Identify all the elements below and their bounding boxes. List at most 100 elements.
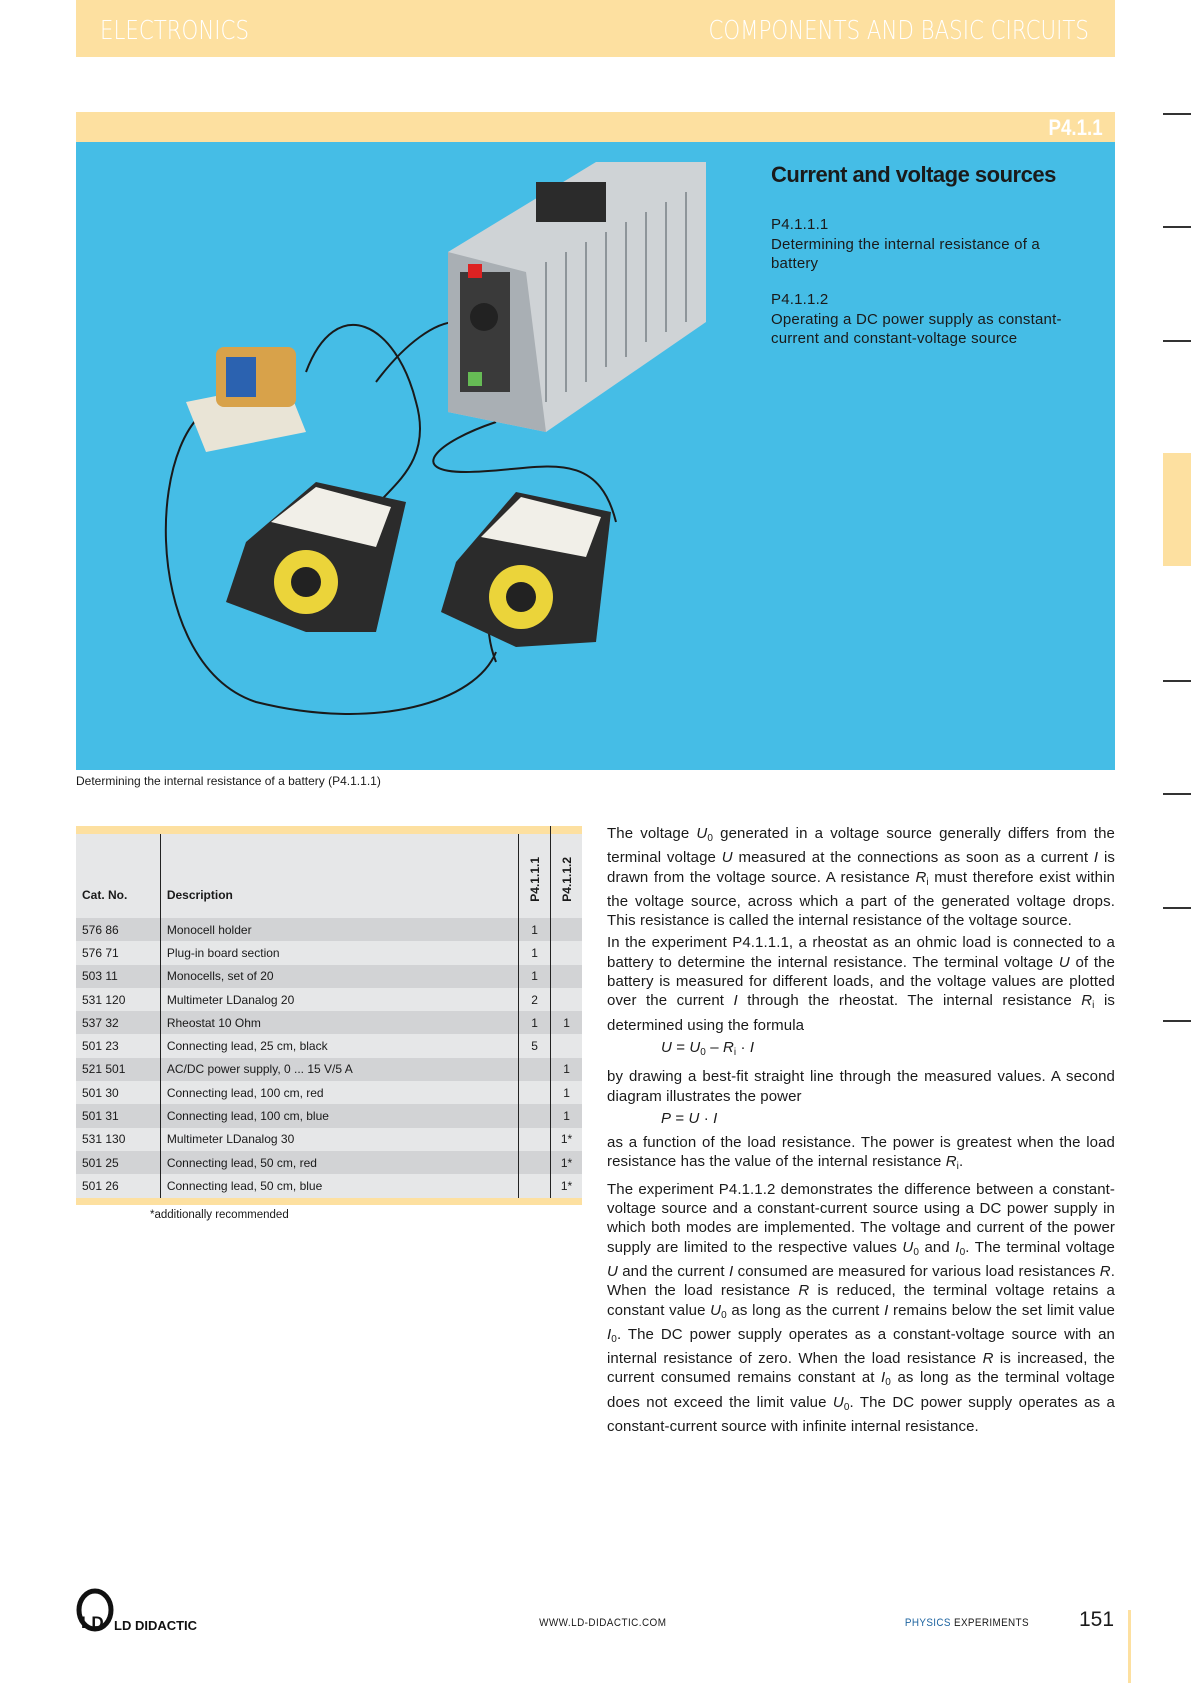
- paragraph: by drawing a best-fit straight line thro…: [607, 1068, 1115, 1105]
- paragraph: In the experiment P4.1.1.1, a rheostat a…: [607, 934, 1115, 1034]
- formula: U = U0 – Ri · I: [661, 1038, 755, 1058]
- p4112-qty-cell: 1*: [560, 1155, 573, 1170]
- svg-text:LD: LD: [81, 1613, 104, 1632]
- p4112-qty-cell: [551, 988, 582, 1011]
- experiment-photo: [164, 162, 706, 715]
- cat-no-cell: 537 32: [76, 1011, 161, 1035]
- p4112-qty-cell: [551, 918, 582, 941]
- experiment-title: Determining the internal resistance of a…: [771, 235, 1040, 273]
- p4111-qty-cell: [519, 1057, 552, 1082]
- table-bottom-bar: [76, 1197, 582, 1205]
- chapter-header: ELECTRONICS COMPONENTS AND BASIC CIRCUIT…: [76, 0, 1115, 57]
- cat-no-cell: 501 30: [76, 1081, 161, 1105]
- paragraph: The experiment P4.1.1.2 demonstrates the…: [607, 1180, 1116, 1436]
- cat-no-cell: 503 11: [76, 964, 161, 988]
- cat-no-cell: 501 31: [76, 1104, 161, 1128]
- formula: P = U · I: [661, 1109, 718, 1127]
- section-title: ELECTRONICS: [100, 16, 249, 46]
- p4111-qty-cell: 1: [519, 918, 552, 942]
- p4112-qty-cell: 1: [563, 1062, 570, 1077]
- p4111-qty-cell: 1: [519, 941, 552, 965]
- p4111-qty-cell: [519, 1174, 552, 1198]
- p4112-qty-cell: [551, 965, 582, 988]
- description-cell: AC/DC power supply, 0 ... 15 V/5 A: [161, 1057, 520, 1082]
- p4111-qty-cell: [519, 1104, 552, 1128]
- p4112-qty-cell: 1: [563, 1015, 570, 1030]
- p4111-qty-cell: 1: [519, 1011, 552, 1035]
- photo-panel: Current and voltage sources P4.1.1.1 Det…: [76, 142, 1115, 770]
- header-p4111: P4.1.1.1: [527, 857, 542, 902]
- description-cell: Multimeter LDanalog 20: [161, 987, 520, 1012]
- cat-no-cell: 531 120: [76, 987, 161, 1012]
- experiment-item-1: P4.1.1.1 Determining the internal resist…: [771, 215, 1091, 274]
- p4112-qty-cell: [551, 941, 582, 964]
- cat-no-cell: 501 26: [76, 1174, 161, 1198]
- description-cell: Plug-in board section: [161, 941, 520, 965]
- description-cell: Monocell holder: [161, 918, 520, 942]
- p4111-qty-cell: 5: [519, 1034, 552, 1058]
- experiment-code-bar: P4.1.1: [76, 112, 1115, 142]
- panel-title: Current and voltage sources: [771, 162, 1056, 187]
- p4112-qty-cell: 1*: [560, 1178, 573, 1193]
- cat-no-cell: 501 23: [76, 1034, 161, 1058]
- description-cell: Multimeter LDanalog 30: [161, 1127, 520, 1151]
- p4111-qty-cell: [519, 1127, 552, 1151]
- p4112-qty-cell: 1*: [560, 1132, 573, 1147]
- experiment-code: P4.1.1: [1048, 115, 1103, 140]
- cat-no-cell: 531 130: [76, 1127, 161, 1151]
- description-cell: Connecting lead, 50 cm, red: [161, 1150, 520, 1175]
- table-header: Cat. No. Description P4.1.1.1 P4.1.1.2: [76, 826, 582, 918]
- p4111-qty-cell: [519, 1150, 552, 1175]
- experiment-code: P4.1.1.2: [771, 291, 829, 308]
- footer-url[interactable]: WWW.LD-DIDACTIC.COM: [539, 1617, 667, 1629]
- p4111-qty-cell: 2: [519, 987, 552, 1012]
- experiment-code: P4.1.1.1: [771, 216, 829, 233]
- cat-no-cell: 521 501: [76, 1057, 161, 1082]
- paragraph: as a function of the load resistance. Th…: [607, 1134, 1115, 1173]
- p4111-qty-cell: [519, 1081, 552, 1105]
- description-cell: Rheostat 10 Ohm: [161, 1011, 520, 1035]
- table-footnote: *additionally recommended: [150, 1209, 289, 1221]
- photo-caption: Determining the internal resistance of a…: [76, 774, 381, 788]
- p4112-qty-cell: [551, 1034, 582, 1057]
- description-cell: Connecting lead, 100 cm, blue: [161, 1104, 520, 1128]
- cat-no-cell: 576 71: [76, 941, 161, 965]
- table-top-bar: [76, 826, 582, 834]
- thumb-index-active: [1163, 453, 1191, 566]
- description-cell: Connecting lead, 50 cm, blue: [161, 1174, 520, 1198]
- description-cell: Connecting lead, 100 cm, red: [161, 1081, 520, 1105]
- footer-accent-line: [1128, 1610, 1131, 1683]
- header-cat-no: Cat. No.: [76, 834, 161, 918]
- subsection-title: COMPONENTS AND BASIC CIRCUITS: [708, 16, 1089, 46]
- body-text: The voltage U0 generated in a voltage so…: [607, 824, 1115, 1439]
- p4112-qty-cell: 1: [563, 1085, 570, 1100]
- paragraph: The voltage U0 generated in a voltage so…: [607, 825, 1116, 930]
- footer-category: PHYSICS EXPERIMENTS: [904, 1617, 1029, 1629]
- header-p4112: P4.1.1.2: [559, 857, 574, 902]
- equipment-table: Cat. No. Description P4.1.1.1 P4.1.1.2 5…: [76, 826, 582, 1205]
- p4112-qty-cell: 1: [563, 1109, 570, 1124]
- description-cell: Connecting lead, 25 cm, black: [161, 1034, 520, 1058]
- ld-didactic-logo: LD LD DIDACTIC: [76, 1588, 198, 1633]
- page-number: 151: [1079, 1608, 1115, 1631]
- cat-no-cell: 501 25: [76, 1150, 161, 1175]
- experiment-title: Operating a DC power supply as constant-…: [771, 310, 1062, 348]
- logo-text: LD DIDACTIC: [114, 1618, 198, 1633]
- cat-no-cell: 576 86: [76, 918, 161, 942]
- description-cell: Monocells, set of 20: [161, 964, 520, 988]
- p4111-qty-cell: 1: [519, 964, 552, 988]
- header-description: Description: [161, 834, 520, 918]
- experiment-item-2: P4.1.1.2 Operating a DC power supply as …: [771, 290, 1091, 349]
